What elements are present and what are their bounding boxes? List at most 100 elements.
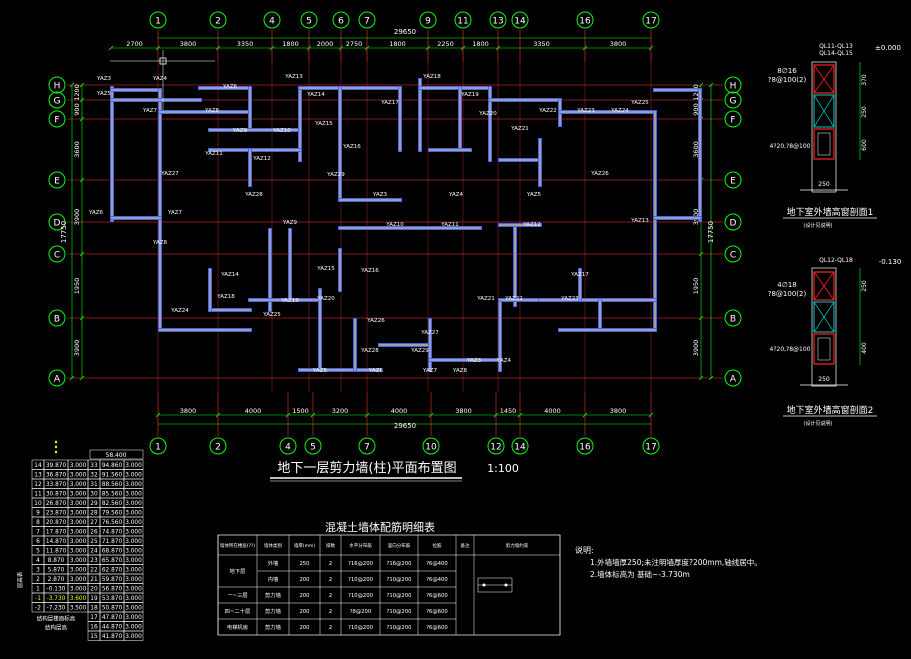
- wall-rebar-table: 墙体所在楼层(??)墙体类别墙厚(mm)排数水平分布筋竖向分布筋拉筋备注剪力墙约…: [217, 534, 561, 636]
- wall-label: YAZ9: [282, 220, 297, 226]
- bottom-axis-label: 12: [490, 443, 501, 453]
- floor-table-cell: 3.000: [125, 539, 142, 545]
- notes-line-1: 1.外墙墙厚250;未注明墙厚度?200mm,轴线居中。: [590, 557, 762, 567]
- right-axis-label: G: [730, 97, 737, 107]
- right-axis-label: E: [730, 177, 736, 187]
- floor-table-cell: 3.000: [125, 511, 142, 517]
- floor-table-cell: 5: [36, 549, 40, 555]
- wall-label: YAZ8: [204, 108, 219, 114]
- wall-label: YAZ14: [306, 92, 325, 98]
- cad-cursor: [110, 50, 215, 110]
- left-axis-circle: [48, 369, 66, 387]
- wall-label: YAZ8: [152, 240, 167, 246]
- floor-table-cell: 94.860: [102, 463, 123, 469]
- bottom-axis-label: 10: [425, 443, 437, 453]
- wall-label: YAZ4: [152, 76, 167, 82]
- right-axis-circle: [724, 91, 742, 109]
- floor-table-cell: 26: [90, 530, 98, 536]
- floor-table-cell: 13: [34, 473, 42, 479]
- floor-table-cell: 3.000: [125, 492, 142, 498]
- floor-table-cell: 3.000: [125, 587, 142, 593]
- wall-label: YAZ13: [630, 218, 649, 224]
- floor-table-cell: 91.560: [102, 473, 123, 479]
- floor-table-cell: 7: [36, 530, 40, 536]
- floor-table-cell: 3.000: [125, 549, 142, 555]
- rebar-table-header: 墙体类别: [264, 542, 282, 549]
- floor-table-cell: 18: [90, 606, 98, 612]
- right-axis-circle: [724, 245, 742, 263]
- bottom-axis-label: 7: [364, 443, 370, 453]
- top-axis-label: 9: [425, 17, 431, 27]
- floor-table-cell: 23: [90, 558, 98, 564]
- rebar-table-cell: ?10@200: [387, 577, 413, 583]
- wall-label: YAZ4: [496, 358, 511, 364]
- floor-table-cell: 9: [36, 511, 40, 517]
- floor-table-cell: 56.870: [102, 587, 123, 593]
- section2-subtitle: (设计见说明): [804, 420, 833, 427]
- floor-table-cell: 26.870: [46, 501, 67, 507]
- left-axis-label: E: [54, 177, 60, 187]
- floor-table-cell: 17: [90, 615, 98, 621]
- floor-table-cell: 3.000: [70, 577, 87, 583]
- floor-table-cell: 28: [90, 511, 98, 517]
- rebar-table-cell: ?6@400: [426, 561, 448, 567]
- floor-table-cell: 47.870: [102, 615, 123, 621]
- rebar-table-cell: 四~二十层: [225, 607, 251, 615]
- rebar-table-header: 备注: [461, 542, 470, 549]
- left-dim-segment: 1200: [73, 84, 81, 101]
- bottom-axis-circle: [511, 437, 529, 455]
- left-axis-circle: [48, 309, 66, 327]
- bottom-dim-segment: 1450: [500, 407, 517, 415]
- floor-table-cell: 3.000: [125, 577, 142, 583]
- wall-label: YAZ20: [316, 296, 335, 302]
- rebar-table-cell: 一~三层: [227, 592, 247, 599]
- top-axis-circle: [489, 11, 507, 29]
- section2-rebar1: 4∅18: [777, 281, 796, 289]
- section2-dim-b: 400: [861, 342, 868, 354]
- top-axis-circle: [419, 11, 437, 29]
- floor-table-cell: 53.870: [102, 596, 123, 602]
- top-dim-segment: 3800: [610, 40, 627, 48]
- top-axis-circle: [149, 11, 167, 29]
- right-axis-circle: [724, 309, 742, 327]
- section1-rebar2: ?8@100(2): [768, 76, 807, 84]
- right-axis-circle: [724, 171, 742, 189]
- left-axis-circle: [48, 91, 66, 109]
- bottom-total-dimension: 29650: [394, 422, 416, 430]
- floor-table-cell: 3.500: [70, 606, 87, 612]
- top-axis-circle: [300, 11, 318, 29]
- right-axis-label: A: [730, 375, 737, 385]
- floor-table-footer: 结构层楼面标高: [37, 615, 76, 623]
- wall-label: YAZ18: [216, 294, 235, 300]
- left-axis-label: G: [54, 97, 61, 107]
- rebar-table-header: 水平分布筋: [349, 542, 372, 549]
- bottom-axis-circle: [576, 437, 594, 455]
- rebar-table-cell: ?6@600: [426, 593, 448, 599]
- floor-table-cell: 29: [90, 501, 98, 507]
- floor-table-cell: 3.000: [125, 615, 142, 621]
- top-axis-label: 5: [306, 17, 312, 27]
- floor-table-cell: 41.870: [102, 634, 123, 640]
- rebar-table-cell: 2: [329, 593, 332, 599]
- bottom-dim-segment: 3800: [180, 407, 197, 415]
- wall-label: YAZ6: [368, 368, 383, 374]
- wall-label: YAZ22: [538, 108, 556, 114]
- top-axis-circle: [358, 11, 376, 29]
- wall-label: YAZ15: [314, 121, 333, 127]
- rebar-table-cell: 外墙: [268, 559, 279, 567]
- floor-table-cell: 16: [90, 625, 98, 631]
- wall-label: YAZ11: [440, 222, 458, 228]
- bottom-axis-circle: [209, 437, 227, 455]
- right-dim-segment: 1200: [692, 84, 700, 101]
- floor-table-cell: 3.000: [70, 539, 87, 545]
- wall-label: YAZ11: [204, 151, 222, 157]
- section-detail-2: 250 400 250 QL12-QL18 -0.130 4∅18 ?8@100…: [768, 257, 902, 427]
- wall-label: YAZ7: [422, 368, 437, 374]
- section2-dim-a: 250: [861, 280, 868, 292]
- left-axis-label: A: [54, 375, 61, 385]
- floor-table-cell: 3.000: [70, 568, 87, 574]
- floor-table-cell: 32: [90, 473, 98, 479]
